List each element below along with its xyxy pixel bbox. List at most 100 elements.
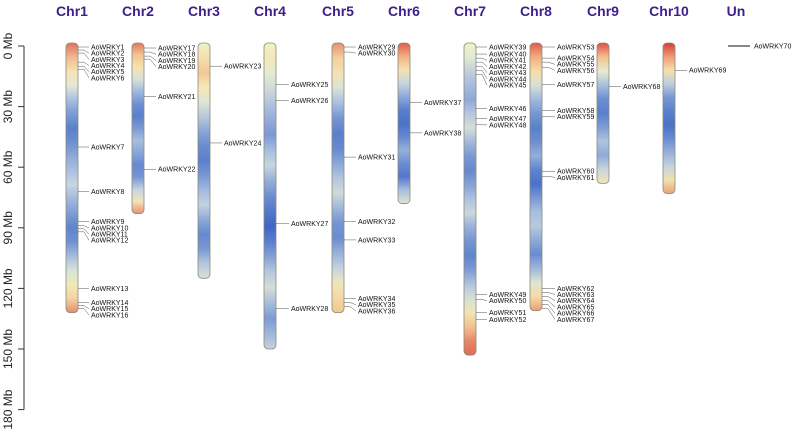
gene-label: AoWRKY43 [489,70,526,77]
chromosome-bar [331,42,345,314]
gene-label: AoWRKY45 [489,82,526,89]
axis-tick-label: 150 Mb [1,329,15,369]
gene-connector [476,299,488,301]
gene-connector [476,65,488,73]
gene-label: AoWRKY54 [557,56,594,63]
chromosome-chr5: Chr5AoWRKY29AoWRKY30AoWRKY31AoWRKY32AoWR… [322,3,395,315]
gene-label: AoWRKY28 [291,306,328,313]
gene-connector [144,55,157,61]
gene-label: AoWRKY70 [754,43,791,50]
chromosome-bar [197,42,211,279]
gene-label: AoWRKY69 [689,68,726,75]
axis-tick-label: 0 Mb [1,32,15,59]
gene-label: AoWRKY44 [489,76,526,83]
gene-label: AoWRKY66 [557,311,594,318]
gene-label: AoWRKY2 [91,51,125,58]
gene-label: AoWRKY24 [224,140,261,147]
gene-label: AoWRKY38 [424,130,461,137]
gene-connector [144,58,157,67]
chromosome-bar [65,42,79,314]
gene-label: AoWRKY37 [424,100,461,107]
gene-label: AoWRKY1 [91,44,125,51]
gene-label: AoWRKY15 [91,306,128,313]
gene-label: AoWRKY11 [91,232,128,239]
gene-label: AoWRKY17 [158,45,195,52]
gene-label: AoWRKY31 [358,155,395,162]
gene-label: AoWRKY61 [557,175,594,182]
axis-tick-label: 120 Mb [1,268,15,308]
chromosome-title: Chr10 [649,3,689,19]
gene-label: AoWRKY8 [91,189,125,196]
chromosome-title: Chr7 [454,3,486,19]
gene-label: AoWRKY41 [489,58,526,65]
gene-label: AoWRKY20 [158,64,195,71]
gene-label: AoWRKY19 [158,58,195,65]
gene-connector [78,65,90,72]
gene-label: AoWRKY4 [91,63,125,70]
gene-label: AoWRKY7 [91,144,125,151]
gene-label: AoWRKY50 [489,298,526,305]
chromosome-chr2: Chr2AoWRKY17AoWRKY18AoWRKY19AoWRKY20AoWR… [122,3,195,215]
chromosome-bar [463,42,477,356]
gene-connector [78,61,90,66]
chromosome-bar [529,42,543,312]
gene-label: AoWRKY5 [91,69,125,76]
gene-connector [542,300,556,308]
gene-label: AoWRKY62 [557,286,594,293]
chromosome-title: Chr5 [322,3,354,19]
chromosome-title: Chr1 [56,3,88,19]
gene-label: AoWRKY46 [489,106,526,113]
gene-connector [344,302,357,305]
gene-label: AoWRKY25 [291,82,328,89]
gene-label: AoWRKY3 [91,57,125,64]
chromosome-bar [397,42,411,204]
gene-label: AoWRKY58 [557,108,594,115]
chromosome-title: Chr9 [587,3,619,19]
gene-connector [78,52,90,60]
gene-connector [78,305,90,309]
gene-label: AoWRKY26 [291,98,328,105]
chromosome-bar [596,42,610,184]
gene-label: AoWRKY23 [224,64,261,71]
gene-connector [78,228,90,235]
gene-label: AoWRKY40 [489,51,526,58]
axis-tick-label: 180 Mb [1,389,15,429]
chromosome-title: Chr4 [254,3,286,19]
gene-label: AoWRKY29 [358,44,395,51]
gene-label: AoWRKY10 [91,225,128,232]
gene-label: AoWRKY49 [489,292,526,299]
gene-connector [542,66,556,71]
chromosome-bar [263,42,277,350]
gene-label: AoWRKY42 [489,64,526,71]
gene-label: AoWRKY55 [557,62,594,69]
gene-label: AoWRKY33 [358,237,395,244]
gene-label: AoWRKY16 [91,312,128,319]
gene-label: AoWRKY64 [557,298,594,305]
gene-connector [78,49,90,54]
chromosome-bar [131,42,145,215]
gene-label: AoWRKY30 [358,51,395,58]
gene-connector [78,231,90,241]
gene-connector [78,68,90,79]
gene-connector [542,176,556,178]
gene-connector [476,57,488,61]
gene-label: AoWRKY51 [489,310,526,317]
axis-tick-label: 60 Mb [1,150,15,184]
gene-label: AoWRKY35 [358,302,395,309]
gene-label: AoWRKY47 [489,116,526,123]
gene-label: AoWRKY13 [91,286,128,293]
gene-label: AoWRKY59 [557,114,594,121]
gene-label: AoWRKY68 [623,84,660,91]
gene-label: AoWRKY21 [158,94,195,101]
gene-label: AoWRKY12 [91,238,128,245]
gene-label: AoWRKY14 [91,300,128,307]
gene-connector [476,74,488,86]
gene-label: AoWRKY39 [489,44,526,51]
gene-label: AoWRKY52 [489,317,526,324]
gene-connector [344,51,357,54]
chromosome-bar [662,42,676,194]
